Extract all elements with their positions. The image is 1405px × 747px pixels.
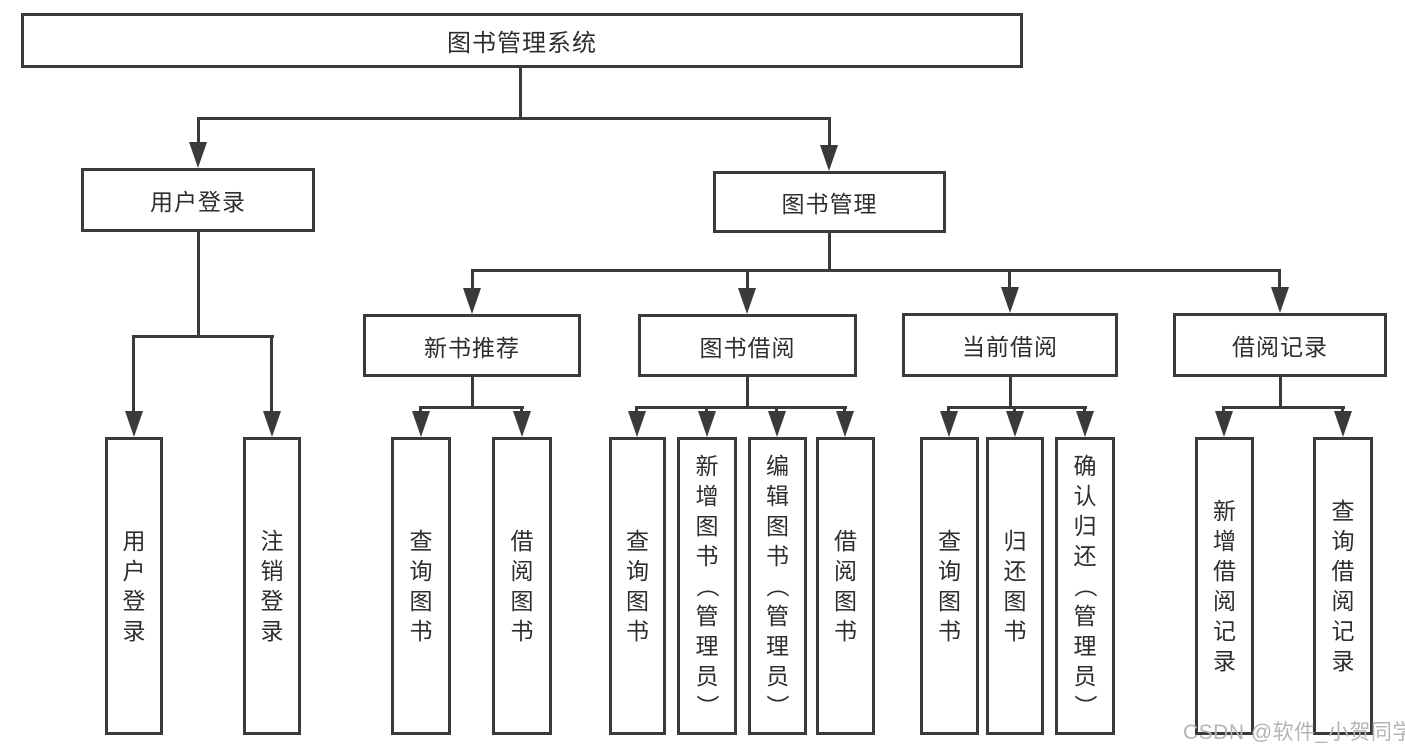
connector-hbar: [420, 406, 524, 409]
connector-shaft: [705, 406, 708, 414]
connector-stem: [1279, 377, 1282, 408]
leaf-query-borrow-record: 查询借阅记录: [1313, 437, 1373, 735]
arrowhead-down: [1006, 411, 1024, 437]
arrowhead-down: [1076, 411, 1094, 437]
connector-shaft: [1278, 269, 1281, 291]
arrowhead-down: [189, 142, 207, 168]
connector-shaft: [1008, 269, 1011, 291]
leaf-return-book: 归还图书: [986, 437, 1044, 735]
arrowhead-down: [768, 411, 786, 437]
connector-shaft: [746, 269, 749, 291]
connector-shaft: [1222, 406, 1225, 414]
arrowhead-down: [836, 411, 854, 437]
leaf-label: 用户登录: [122, 528, 146, 644]
arrowhead-down: [513, 411, 531, 437]
connector-shaft: [419, 406, 422, 414]
node-borrowing-records: 借阅记录: [1173, 313, 1387, 377]
node-book-management: 图书管理: [713, 171, 946, 233]
leaf-label: 新增图书（管理员）: [694, 453, 720, 718]
connector-shaft: [132, 335, 135, 413]
connector-book-management-stem: [828, 233, 831, 271]
leaf-label: 查询图书: [409, 528, 433, 644]
connector-shaft: [471, 269, 474, 291]
leaf-add-book-admin: 新增图书（管理员）: [677, 437, 737, 735]
connector-hbar: [948, 406, 1087, 409]
leaf-label: 注销登录: [260, 528, 284, 644]
node-user-login: 用户登录: [81, 168, 315, 232]
leaf-label: 借阅图书: [834, 528, 857, 644]
leaf-label: 查询图书: [938, 528, 961, 644]
connector-shaft: [520, 406, 523, 414]
connector-user-login-stem: [197, 232, 200, 337]
connector-shaft: [270, 335, 273, 413]
leaf-label: 新增借阅记录: [1213, 498, 1236, 674]
arrowhead-down: [1215, 411, 1233, 437]
arrowhead-down: [698, 411, 716, 437]
leaf-query-books-recommend: 查询图书: [391, 437, 451, 735]
arrowhead-down: [820, 145, 838, 171]
connector-level1-hbar: [197, 117, 831, 120]
leaf-query-books-current: 查询图书: [920, 437, 979, 735]
arrowhead-down: [738, 288, 756, 314]
connector-shaft: [1341, 406, 1344, 414]
arrowhead-down: [1334, 411, 1352, 437]
connector-stem: [471, 377, 474, 408]
leaf-user-login: 用户登录: [105, 437, 163, 735]
leaf-borrow-books-recommend: 借阅图书: [492, 437, 552, 735]
arrowhead-down: [940, 411, 958, 437]
node-library-management-system: 图书管理系统: [21, 13, 1023, 68]
leaf-borrow-books: 借阅图书: [816, 437, 875, 735]
arrowhead-down: [125, 411, 143, 437]
connector-shaft: [947, 406, 950, 414]
leaf-query-books-borrowing: 查询图书: [609, 437, 666, 735]
connector-stem: [746, 377, 749, 408]
connector-shaft: [828, 117, 831, 147]
connector-hbar: [1223, 406, 1345, 409]
leaf-label: 借阅图书: [510, 528, 534, 644]
arrowhead-down: [1001, 287, 1019, 313]
arrowhead-down: [628, 411, 646, 437]
connector-root-stem: [519, 68, 522, 118]
connector-shaft: [635, 406, 638, 414]
leaf-logout: 注销登录: [243, 437, 301, 735]
connector-shaft: [1013, 406, 1016, 414]
arrowhead-down: [412, 411, 430, 437]
leaf-label: 编辑图书（管理员）: [764, 453, 791, 718]
node-new-book-recommend: 新书推荐: [363, 314, 581, 377]
arrowhead-down: [463, 288, 481, 314]
arrowhead-down: [1271, 287, 1289, 313]
connector-shaft: [843, 406, 846, 414]
node-book-borrowing: 图书借阅: [638, 314, 857, 377]
leaf-label: 归还图书: [1003, 528, 1027, 644]
connector-user-login-hbar: [133, 335, 274, 338]
connector-level3-hbar: [471, 269, 1281, 272]
connector-shaft: [1083, 406, 1086, 414]
connector-hbar: [636, 406, 847, 409]
arrowhead-down: [263, 411, 281, 437]
connector-shaft: [775, 406, 778, 414]
leaf-confirm-return-admin: 确认归还（管理员）: [1055, 437, 1115, 735]
connector-shaft: [197, 117, 200, 145]
leaf-label: 确认归还（管理员）: [1072, 453, 1098, 718]
leaf-label: 查询图书: [626, 528, 649, 644]
node-current-borrowing: 当前借阅: [902, 313, 1118, 377]
csdn-watermark: CSDN @软件_小贺同学: [1183, 721, 1405, 744]
leaf-add-borrow-record: 新增借阅记录: [1195, 437, 1254, 735]
connector-stem: [1009, 377, 1012, 408]
leaf-edit-book-admin: 编辑图书（管理员）: [748, 437, 807, 735]
leaf-label: 查询借阅记录: [1331, 498, 1355, 674]
